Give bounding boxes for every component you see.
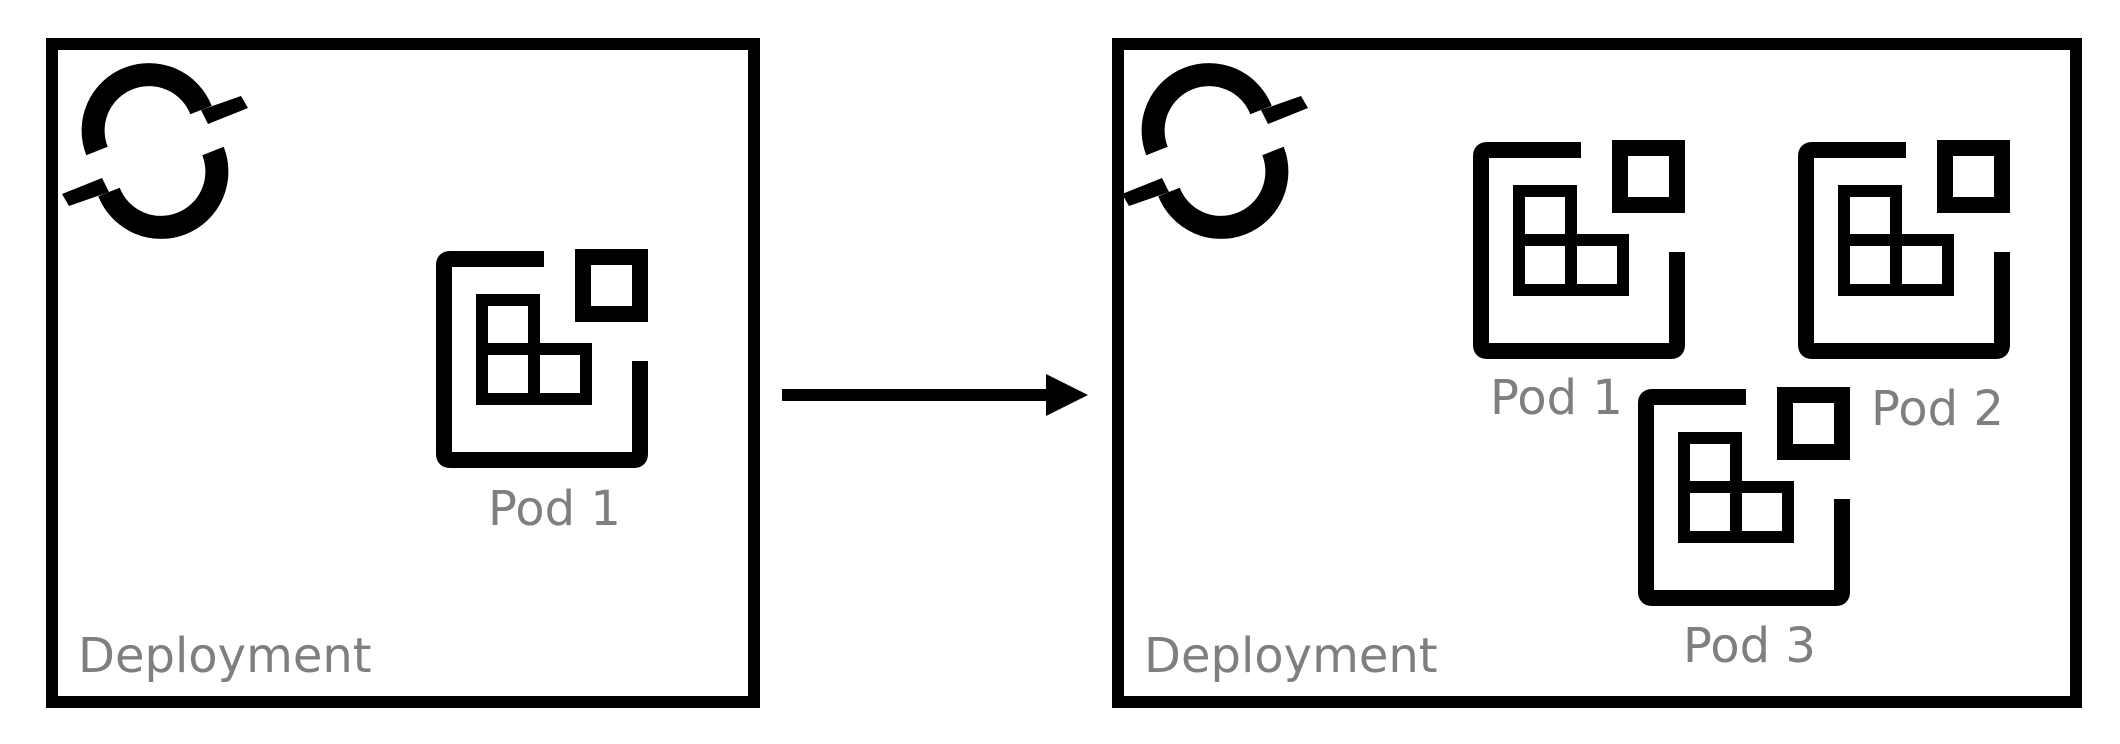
pod-label-after-3: Pod 3 — [1683, 618, 1816, 674]
sync-icon — [1122, 63, 1308, 239]
deployment-label-after: Deployment — [1144, 628, 1438, 684]
pod-icon-after-3 — [1636, 387, 1859, 614]
pod-label-after-2: Pod 2 — [1871, 381, 2004, 437]
pod-icon-after-1 — [1471, 140, 1694, 367]
pod-icon-before-1 — [434, 249, 657, 476]
deployment-box-before — [46, 38, 760, 708]
sync-icon — [62, 63, 248, 239]
pod-icon-after-2 — [1796, 140, 2019, 367]
pod-label-after-1: Pod 1 — [1490, 370, 1623, 426]
arrow-right-icon — [782, 374, 1088, 416]
pod-label-before-1: Pod 1 — [488, 481, 621, 537]
deployment-label-before: Deployment — [78, 628, 372, 684]
deployment-box-after — [1112, 38, 2082, 708]
